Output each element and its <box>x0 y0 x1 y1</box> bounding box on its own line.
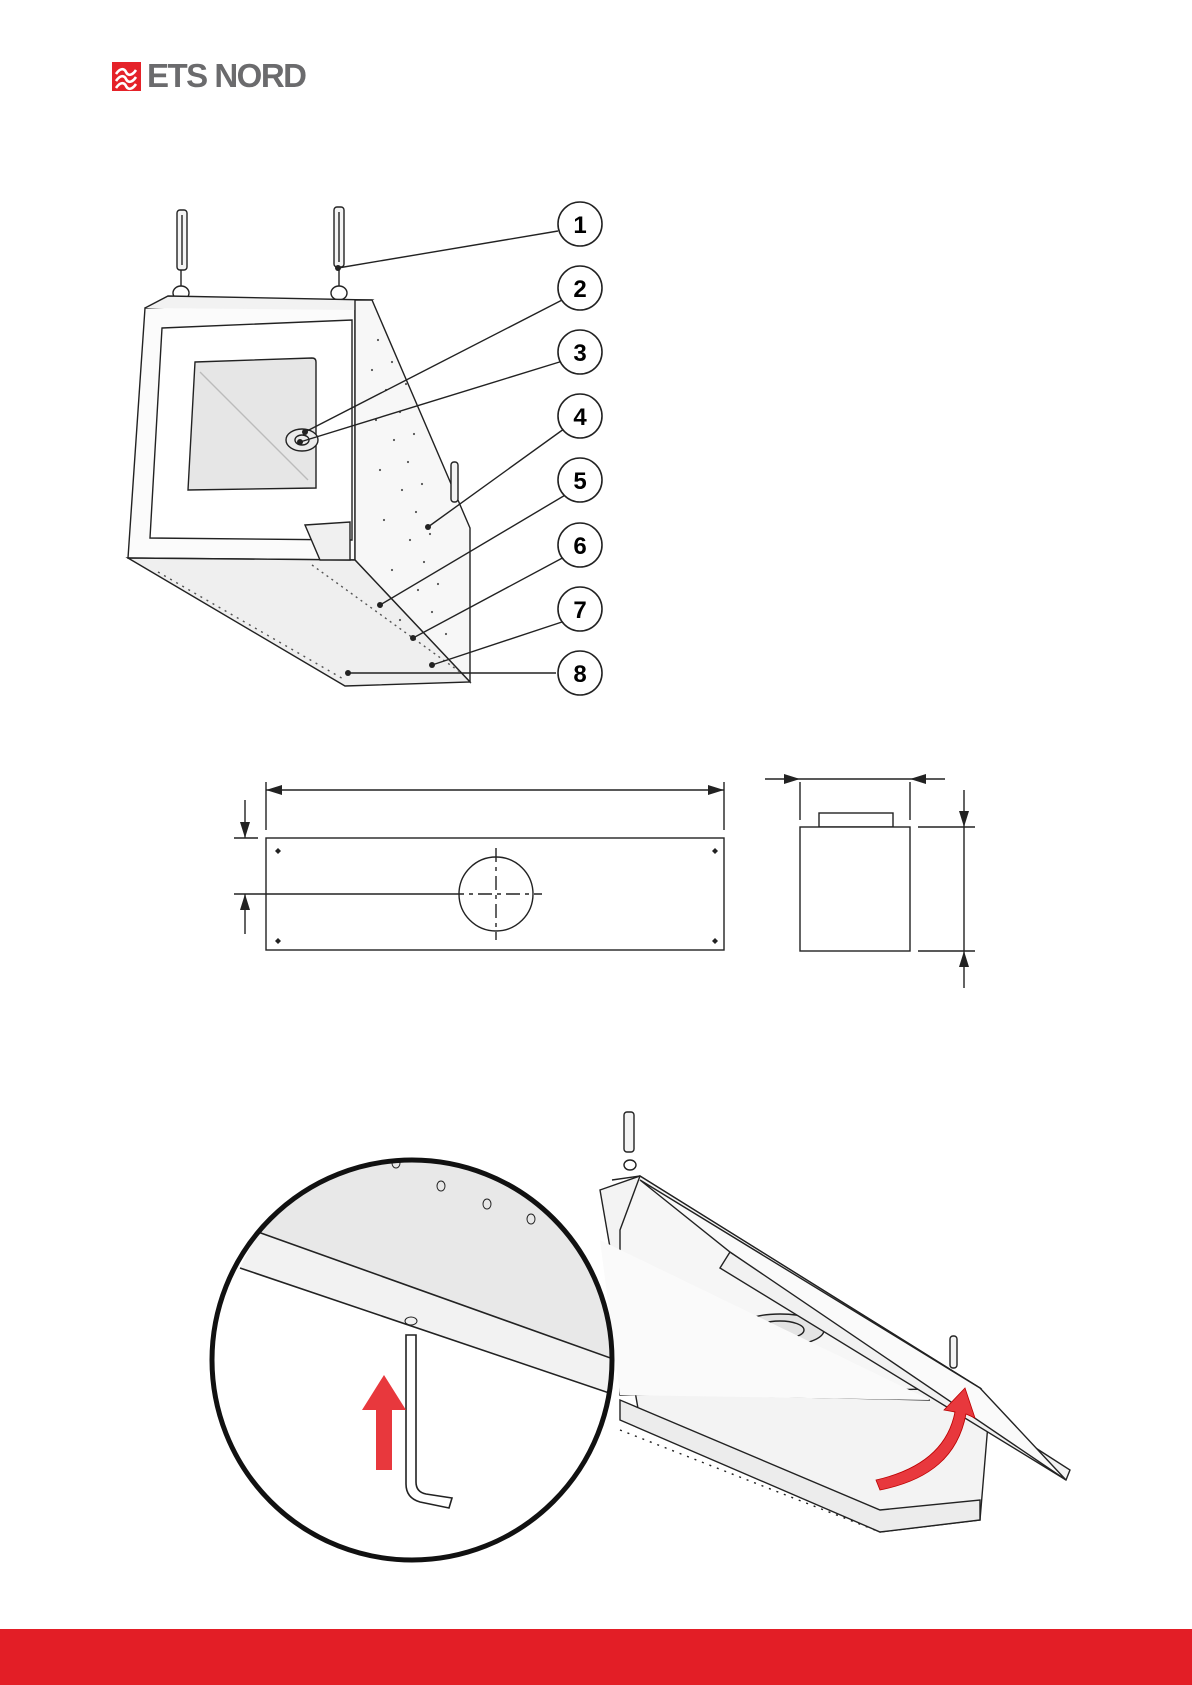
hanger-left <box>173 210 189 300</box>
technical-drawing: 1 2 3 4 5 6 7 8 <box>0 0 1192 1629</box>
footer-bar <box>0 1629 1192 1685</box>
svg-text:2: 2 <box>573 276 586 303</box>
svg-text:7: 7 <box>573 597 586 624</box>
callout-1: 1 <box>558 202 602 246</box>
hanger-right <box>331 207 347 300</box>
svg-text:3: 3 <box>573 340 586 367</box>
callout-3: 3 <box>558 330 602 374</box>
callout-7: 7 <box>558 587 602 631</box>
callout-4: 4 <box>558 394 602 438</box>
top-view-drawing <box>234 782 724 950</box>
callout-5: 5 <box>558 458 602 502</box>
svg-text:8: 8 <box>573 661 586 688</box>
detail-magnifier <box>200 1150 630 1570</box>
svg-text:5: 5 <box>573 468 586 495</box>
callout-circles: 1 2 3 4 5 6 7 8 <box>558 202 602 695</box>
svg-text:6: 6 <box>573 533 586 560</box>
callout-6: 6 <box>558 523 602 567</box>
side-view-drawing <box>765 779 975 988</box>
svg-text:1: 1 <box>573 212 586 239</box>
callout-2: 2 <box>558 266 602 310</box>
svg-text:4: 4 <box>573 404 587 431</box>
unit-isometric-view <box>128 207 470 686</box>
callout-8: 8 <box>558 651 602 695</box>
